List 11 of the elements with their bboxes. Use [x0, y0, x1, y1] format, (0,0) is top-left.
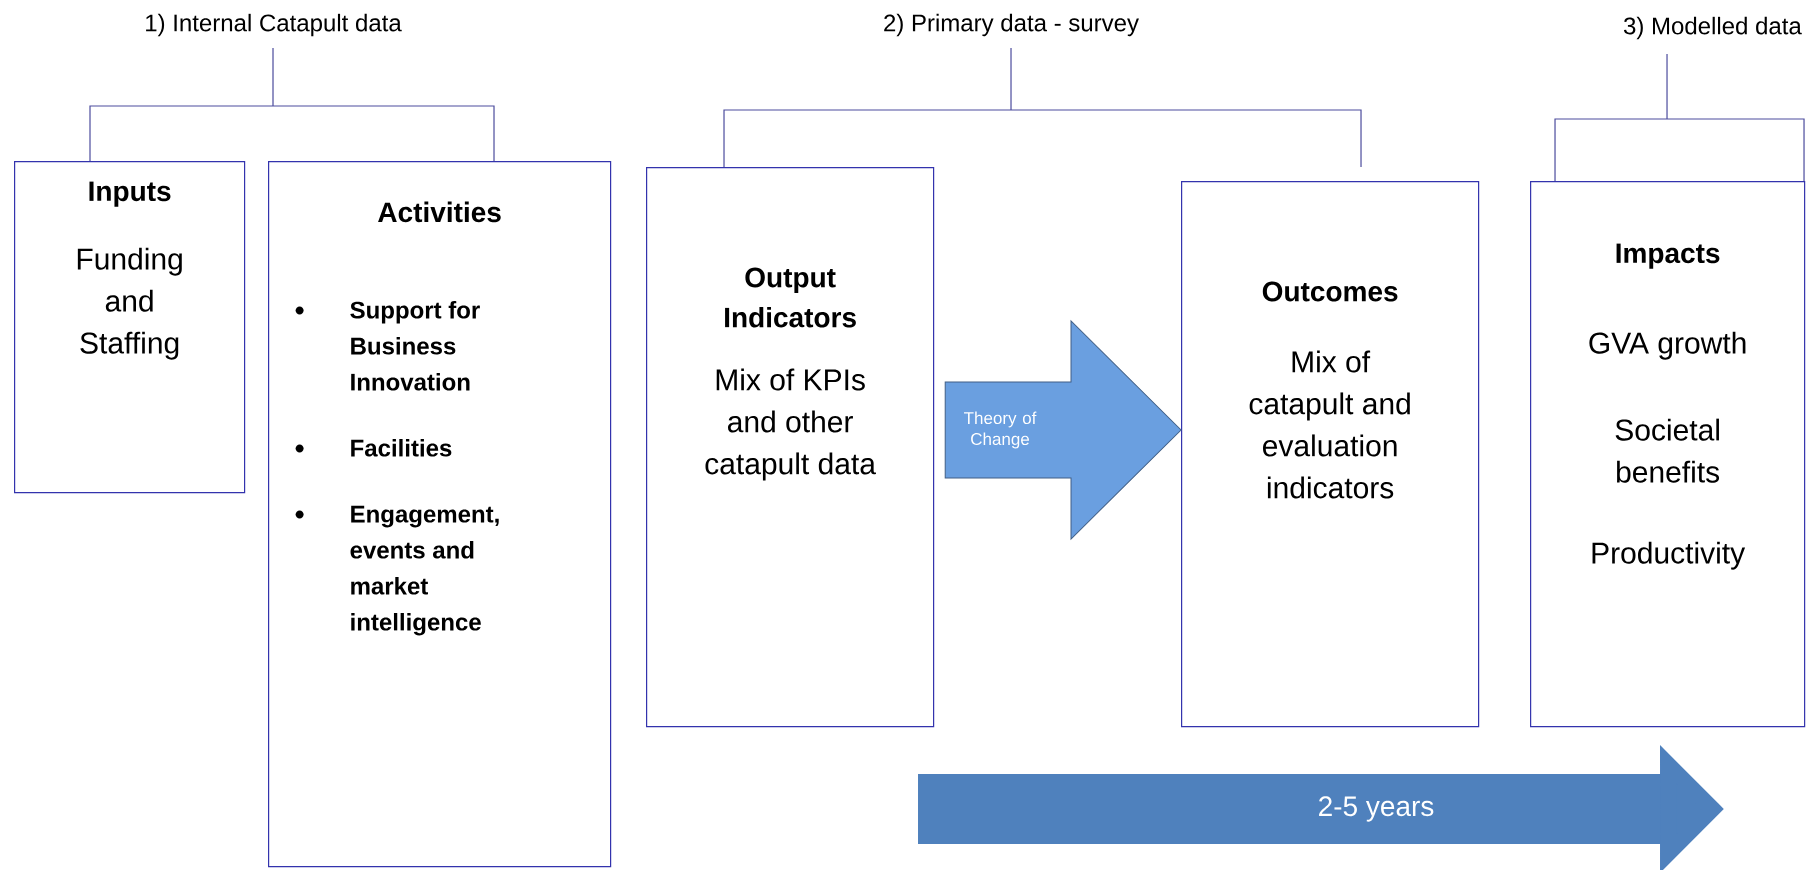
group-label: 1) Internal Catapult data — [146, 13, 402, 37]
stage-box: Inputs Funding and Staffing — [14, 161, 246, 494]
arrow — [944, 320, 1182, 540]
stage-box: Output Indicators Mix of KPIs and other catapult data — [646, 167, 935, 728]
duration-label: 2-5 years — [1319, 796, 1434, 822]
group-label: 3) Modelled data — [1623, 16, 1802, 40]
stage-box: Outcomes Mix of catapult and evaluation indicators — [1181, 181, 1480, 728]
edge-label: Theory of Change — [964, 411, 1037, 449]
group-label: 2) Primary data - survey — [884, 13, 1139, 37]
stage-box: Impacts GVA growth Societal benefits Productivity — [1530, 181, 1806, 728]
stage-box: Activities Support for Business Innovation Facilities Engagement, events and market intelligence — [268, 161, 612, 868]
